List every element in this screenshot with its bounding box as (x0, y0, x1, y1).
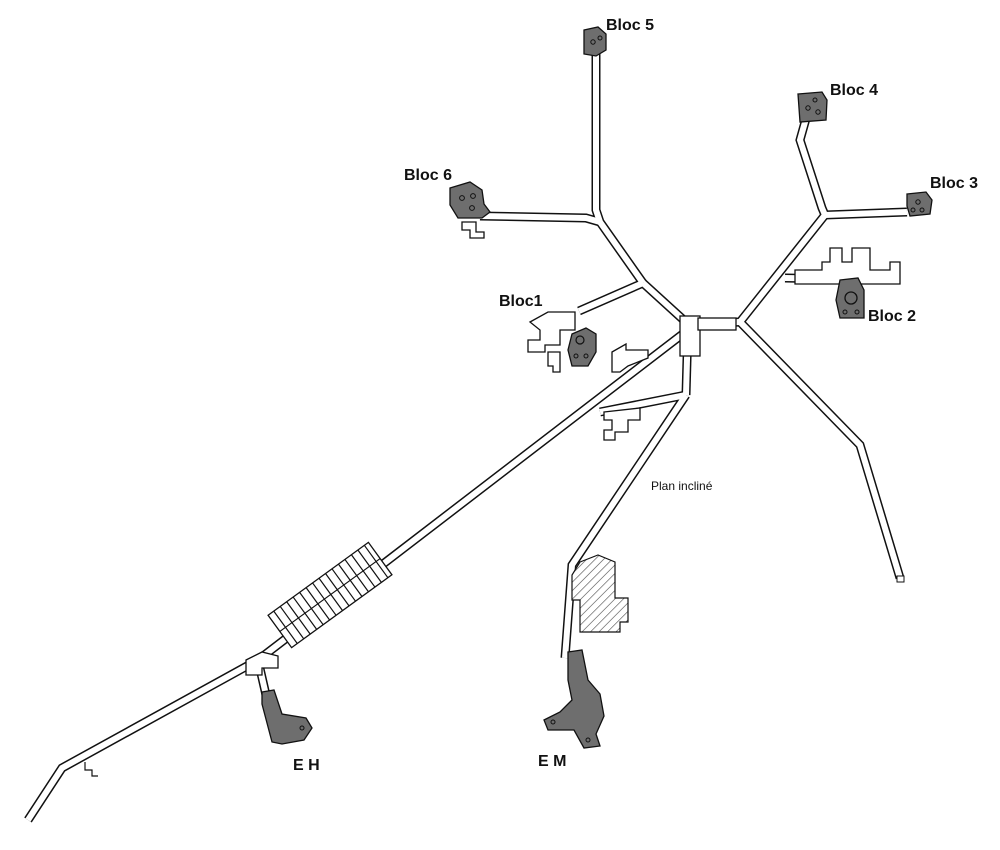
plan-labels: Bloc 5 Bloc 4 Bloc 3 Bloc 6 Bloc 2 Bloc1… (293, 17, 978, 774)
bloc4-block (797, 91, 828, 123)
bloc1-block (567, 327, 597, 367)
bloc5-block (583, 26, 607, 57)
label-bloc5: Bloc 5 (606, 17, 654, 34)
label-bloc3: Bloc 3 (930, 175, 978, 192)
em-barracks (571, 554, 629, 633)
label-bloc6: Bloc 6 (404, 167, 452, 184)
label-em: E M (538, 753, 566, 770)
south-rooms (603, 407, 641, 441)
bloc6-block (449, 181, 491, 219)
label-plan-incline: Plan incliné (651, 479, 713, 493)
label-bloc4: Bloc 4 (830, 82, 878, 99)
bloc3-block (906, 191, 933, 217)
barracks-rooms (245, 221, 901, 676)
barracks-main (267, 541, 393, 649)
label-bloc2: Bloc 2 (868, 308, 916, 325)
label-bloc1: Bloc1 (499, 293, 543, 310)
label-eh: E H (293, 757, 320, 774)
bloc1-rooms (527, 311, 649, 373)
eh-entrance (261, 689, 313, 745)
combat-blocks (261, 26, 933, 749)
bloc2-rooms (794, 247, 901, 285)
gallery-network (24, 52, 908, 823)
em-entrance (543, 649, 605, 749)
gallery-south-east (736, 318, 905, 580)
bloc2-block (835, 277, 865, 319)
